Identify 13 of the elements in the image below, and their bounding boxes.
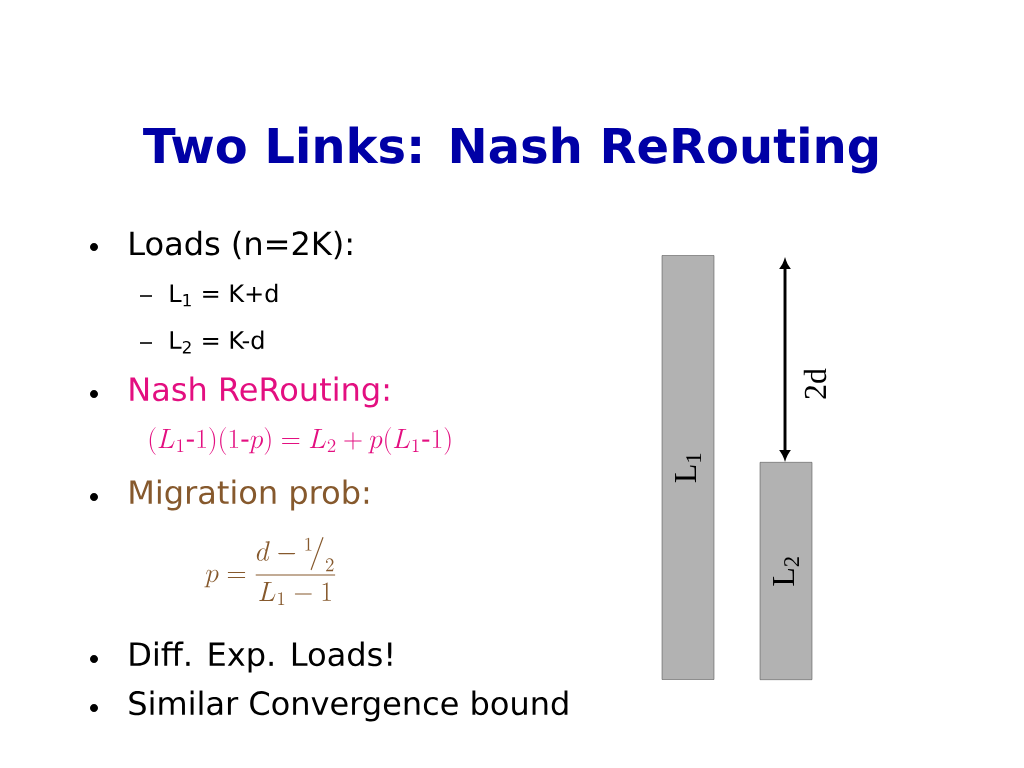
slide-title: Two Links: Nash ReRouting xyxy=(143,126,878,174)
bar: L$_{1}$ xyxy=(661,255,715,680)
formula: $(L_1\text{-}1)(1\text{-}p) = L_2 + p(L_1\text{-}1)$ xyxy=(149,427,451,455)
bar: L$_{2}$ xyxy=(759,462,813,680)
bullet-text: Similar Convergence bound xyxy=(129,690,568,722)
dimension-label: 2d xyxy=(803,368,827,399)
sub-item-text: L$_{2}$ = K-d xyxy=(170,330,264,354)
bullet-text: Nash ReRouting: xyxy=(130,376,389,408)
bullet-text: Migration prob: xyxy=(130,479,369,511)
formula: $p = \frac{d-{}^{1}\!\big/_{2}}{L_1-1}$ xyxy=(204,537,336,606)
bullet-text: Diff. Exp. Loads! xyxy=(130,641,392,673)
bullet-text: Loads (n=2K): xyxy=(130,230,352,260)
sub-item-text: L$_{1}$ = K+d xyxy=(170,283,278,307)
